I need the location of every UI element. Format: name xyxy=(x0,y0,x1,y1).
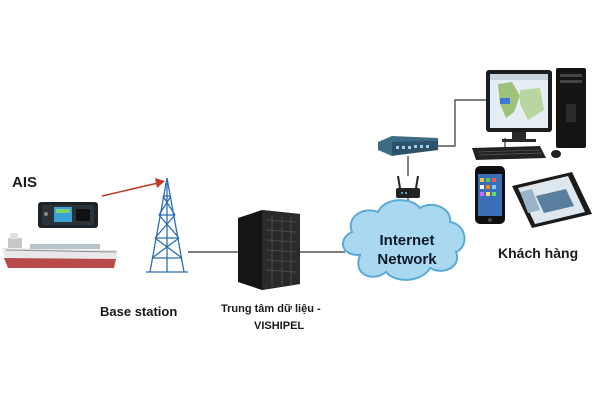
desktop-monitor-icon xyxy=(486,70,552,142)
tablet-icon xyxy=(512,172,592,228)
cloud-label-line1: Internet xyxy=(379,232,435,249)
base-station-label: Base station xyxy=(100,304,178,319)
keyboard-icon xyxy=(472,146,546,160)
data-center-label-line2: VISHIPEL xyxy=(254,320,305,332)
ais-device-icon xyxy=(38,202,98,228)
ais-label: AIS xyxy=(12,174,38,191)
smartphone-icon xyxy=(475,166,505,224)
router-icon xyxy=(396,175,420,198)
network-switch-icon xyxy=(378,136,438,156)
customers-label: Khách hàng xyxy=(498,245,579,261)
cloud-label-line2: Network xyxy=(377,251,437,268)
base-station-tower-icon xyxy=(146,177,188,273)
internet-cloud-icon xyxy=(342,199,466,281)
pc-tower-icon xyxy=(556,68,586,148)
link-switch-desktop xyxy=(438,99,488,147)
mouse-icon xyxy=(551,150,561,158)
data-center-server-icon xyxy=(238,210,300,290)
ship-icon xyxy=(2,233,118,268)
data-center-label-line1: Trung tâm dữ liệu - xyxy=(221,303,321,315)
ais-signal-arrow xyxy=(101,178,165,197)
